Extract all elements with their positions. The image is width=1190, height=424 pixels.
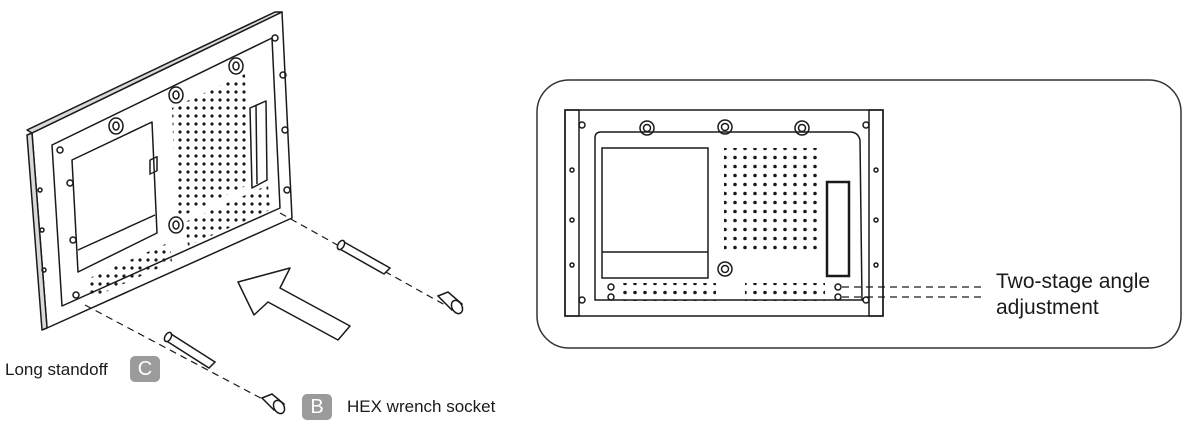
hex-socket-label: HEX wrench socket [347,397,496,416]
badge-c: C [130,356,160,382]
badge-b: B [302,394,332,420]
long-standoff-label: Long standoff [5,360,108,379]
socket-upper [436,291,464,315]
two-stage-angle-label: Two-stage angle adjustment [996,270,1151,319]
vent-grid-lower [185,185,270,246]
standoff-lower [163,331,217,369]
inset-vent-strip-left [620,283,716,301]
vent-grid-bottom [85,242,172,300]
standoff-upper [336,239,392,275]
vent-grid-top [172,74,248,219]
inset-vent-grid [724,148,820,254]
guide-lines [84,212,446,404]
direction-arrow [237,267,351,341]
socket-lower [260,393,286,415]
inset-vent-strip-right [745,283,825,301]
